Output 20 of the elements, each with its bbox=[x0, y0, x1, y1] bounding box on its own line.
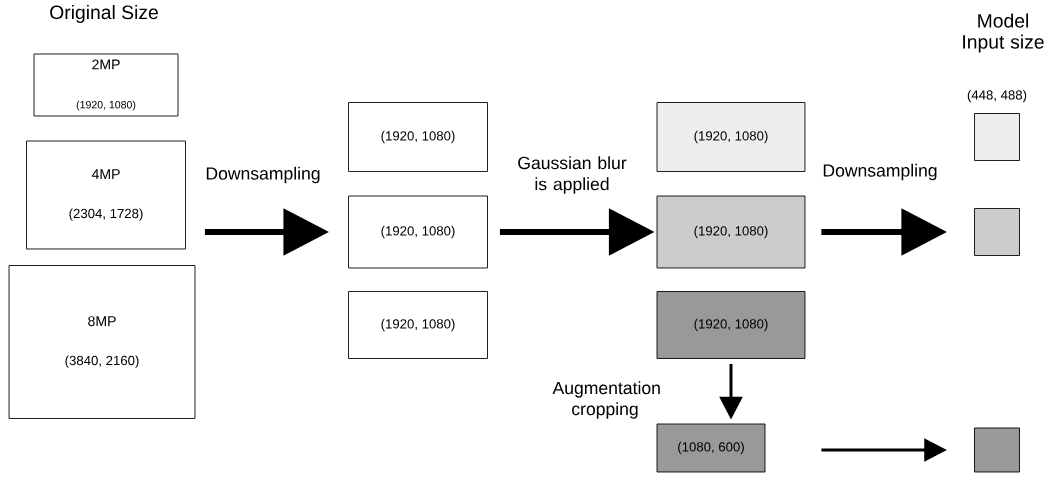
image-box bbox=[974, 208, 1020, 256]
image-box: (1920, 1080) bbox=[348, 291, 488, 359]
edge-label: Augmentation cropping bbox=[552, 381, 660, 419]
column-heading: Original Size bbox=[50, 5, 158, 23]
image-box: (1920, 1080) bbox=[656, 291, 806, 359]
image-box: (1920, 1080) bbox=[348, 195, 488, 269]
edge-label: Gaussian blur is applied bbox=[518, 156, 627, 194]
size-label: (448, 488) bbox=[967, 89, 1027, 103]
image-box: (1080, 600) bbox=[656, 423, 766, 473]
image-box bbox=[974, 113, 1020, 161]
edge-label: Downsampling bbox=[823, 163, 937, 181]
image-box: (1920, 1080) bbox=[656, 195, 806, 269]
image-box: 8MP (3840, 2160) bbox=[8, 265, 196, 419]
image-box: 4MP (2304, 1728) bbox=[26, 140, 186, 250]
column-heading: Model Input size bbox=[963, 13, 1044, 53]
image-box: 2MP (1920, 1080) bbox=[33, 53, 179, 117]
image-box bbox=[974, 427, 1020, 473]
edge-label: Downsampling bbox=[206, 166, 320, 184]
image-box: (1920, 1080) bbox=[656, 102, 806, 172]
image-box: (1920, 1080) bbox=[348, 102, 488, 172]
